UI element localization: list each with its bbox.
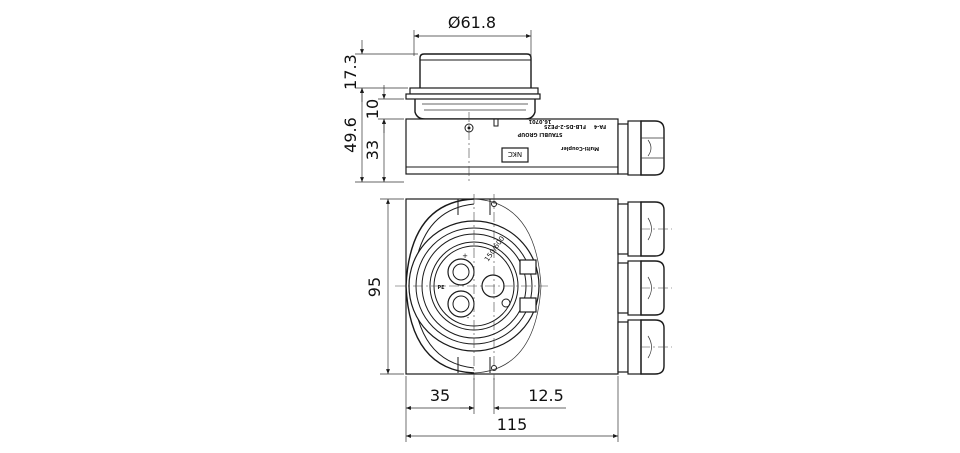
- dim-12-5: 12.5: [528, 386, 564, 405]
- brand-text: Multi-Coupler: [560, 145, 599, 151]
- dim-10: 10: [363, 99, 382, 119]
- top-view: 150/600 + - PE: [395, 194, 672, 380]
- plus-label: +: [462, 252, 468, 260]
- dim-33: 33: [363, 140, 382, 160]
- dim-115: 115: [497, 415, 528, 434]
- dim-35: 35: [430, 386, 450, 405]
- rating-text: FA-4: [593, 123, 606, 129]
- model-text: FLB-DS-2-PE25: [544, 123, 586, 129]
- housing-side: [405, 118, 619, 175]
- logo-text: NKC: [508, 150, 522, 158]
- dim-top-diameter: Ø61.8: [448, 13, 496, 32]
- dim-49-6: 49.6: [341, 117, 360, 153]
- minus-label: -: [467, 314, 470, 322]
- cable-gland-side: [617, 120, 665, 176]
- dim-17-3: 17.3: [341, 54, 360, 90]
- serial-text: 16.0701: [528, 118, 551, 124]
- dim-95: 95: [365, 277, 384, 297]
- logo-box: [501, 147, 529, 163]
- side-view: NKC Multi-Coupler FLB-DS-2-PE25 FA-4 16.…: [405, 53, 665, 182]
- group-text: STAUBLI GROUP: [517, 131, 562, 137]
- dimensions: Ø61.8 17.3 10 49.6 33 95 35: [341, 13, 619, 442]
- pe-label: PE: [437, 285, 445, 291]
